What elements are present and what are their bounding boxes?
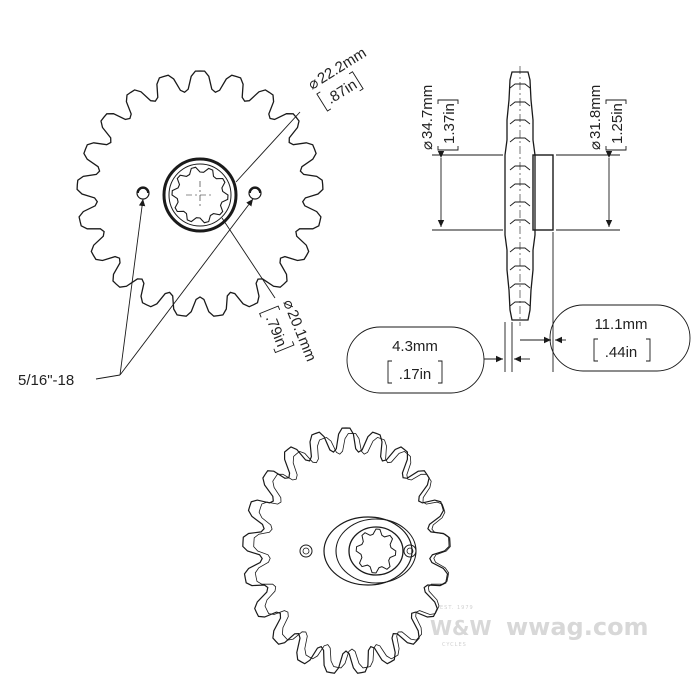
leader-thread-right (119, 198, 254, 376)
side-dimensions (432, 151, 620, 372)
iso-threaded-hole-left (299, 544, 313, 558)
front-dimension-leaders (119, 111, 301, 376)
side-tooth-edge (509, 219, 531, 225)
bracket-right (273, 341, 295, 354)
hub-dia-in: 1.25in (609, 103, 626, 144)
hub-length-callout: 11.1mm .44in (549, 304, 691, 372)
iso-sprocket-thickness (253, 432, 451, 669)
hub-length-capsule (549, 304, 691, 372)
thread-mark-right (249, 187, 261, 194)
side-hub (532, 154, 554, 231)
tooth-width-capsule (346, 326, 485, 394)
hub-length-mm: 11.1mm (594, 316, 647, 333)
iso-thread-inner-right (406, 547, 414, 555)
outer-dia-callout: ⌀22.2mm .87in (305, 44, 369, 112)
bracket-right (438, 360, 443, 384)
watermark-brand: W&W (430, 616, 492, 640)
diameter-symbol: ⌀ (587, 141, 604, 150)
bracket-right (348, 71, 364, 92)
iso-sprocket-outline (242, 427, 450, 674)
bracket-right (605, 99, 627, 104)
diameter-symbol: ⌀ (419, 141, 436, 150)
thread-label-line (95, 374, 121, 380)
leader-thread-left (119, 198, 146, 376)
hub-outer-ring (162, 157, 238, 233)
side-tooth-edge (509, 283, 531, 289)
svg-text:⌀34.7mm: ⌀ 34.7mm (419, 85, 436, 150)
watermark-est: EST. 1979 (440, 605, 474, 611)
bracket-right (437, 99, 459, 104)
tooth-width-in: .17in (399, 366, 432, 383)
watermark-tagline: CYCLES (442, 642, 467, 648)
watermark: W&W wwag.com EST. 1979 CYCLES (430, 605, 649, 648)
isometric-view-sprocket (242, 427, 451, 674)
hub-dia-mm: 31.8mm (587, 85, 604, 139)
gear-dia-callout: ⌀ 34.7mm 1.37in (419, 85, 459, 151)
threaded-hole-right (248, 186, 262, 200)
thread-mark-left (137, 187, 149, 194)
side-tooth-profile (504, 71, 536, 321)
hub-dia-callout: ⌀ 31.8mm 1.25in (587, 85, 627, 151)
iso-bore (348, 526, 404, 576)
tooth-width-callout: 4.3mm .17in (346, 326, 485, 394)
inner-dia-mm: 20.1mm (283, 307, 319, 364)
bracket-left (605, 146, 627, 151)
thread-label: 5/16"-18 (18, 372, 74, 389)
gear-dia-mm: 34.7mm (419, 85, 436, 139)
iso-hub-collar (323, 516, 413, 586)
front-sprocket-outline (76, 70, 324, 317)
bracket-left (259, 305, 281, 318)
svg-text:⌀31.8mm: ⌀ 31.8mm (587, 85, 604, 150)
bracket-left (437, 146, 459, 151)
gear-dia-in: 1.37in (441, 103, 458, 144)
iso-thread-inner-left (302, 547, 310, 555)
front-view-sprocket (76, 70, 324, 317)
inner-dia-callout: ⌀20.1mm .79in (259, 297, 319, 364)
spline-bore (171, 166, 229, 224)
iso-spline-bore (355, 528, 397, 574)
leader-outer-dia (235, 111, 301, 183)
bracket-left (593, 338, 598, 362)
bracket-left (387, 360, 392, 384)
bracket-right (646, 338, 651, 362)
hub-inner-ring (168, 163, 232, 227)
bracket-left (316, 91, 332, 112)
leader-inner-dia (221, 217, 276, 299)
tooth-width-mm: 4.3mm (392, 338, 438, 355)
side-view-sprocket (504, 66, 554, 326)
iso-threaded-hole-right (403, 544, 417, 558)
hub-length-in: .44in (605, 344, 638, 361)
watermark-site: wwag.com (506, 613, 649, 641)
